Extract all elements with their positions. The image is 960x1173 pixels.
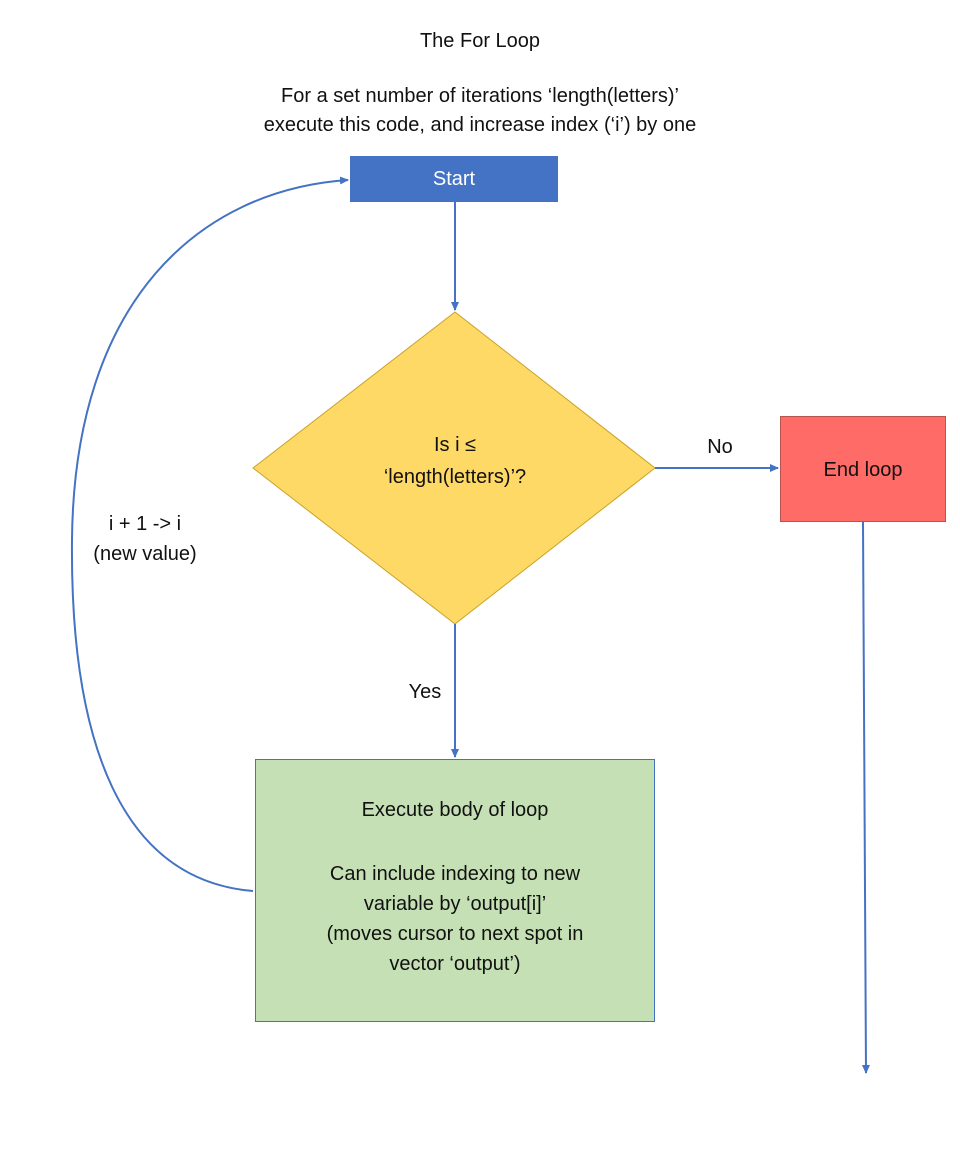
decision-condition-line2: ‘length(letters)’?	[383, 466, 527, 488]
arrow-loop-back	[70, 176, 349, 892]
end-loop-label: End loop	[823, 459, 903, 481]
loop-body-node: Execute body of loop Can include indexin…	[255, 759, 655, 1022]
loop-increment-label: i + 1 -> i	[108, 513, 182, 535]
loop-body-heading: Execute body of loop	[361, 799, 549, 821]
loop-body-text-line1: Can include indexing to new	[329, 863, 581, 885]
start-node: Start	[350, 156, 558, 202]
end-loop-node: End loop	[780, 416, 946, 522]
loop-increment-note: (new value)	[93, 543, 197, 565]
yes-branch-label: Yes	[408, 681, 442, 703]
diagram-subtitle-line1: For a set number of iterations ‘length(l…	[281, 85, 679, 107]
diagram-subtitle-line2: execute this code, and increase index (‘…	[263, 114, 697, 136]
start-node-label: Start	[432, 167, 476, 190]
arrow-end-exit	[861, 521, 870, 1074]
loop-body-text-line4: vector ‘output’)	[389, 953, 521, 975]
loop-body-text-line2: variable by ‘output[i]’	[363, 893, 547, 915]
no-branch-label: No	[707, 436, 733, 458]
diagram-title: The For Loop	[419, 30, 541, 52]
decision-condition-line1: Is i ≤	[433, 434, 477, 456]
loop-body-text-line3: (moves cursor to next spot in	[326, 923, 584, 945]
